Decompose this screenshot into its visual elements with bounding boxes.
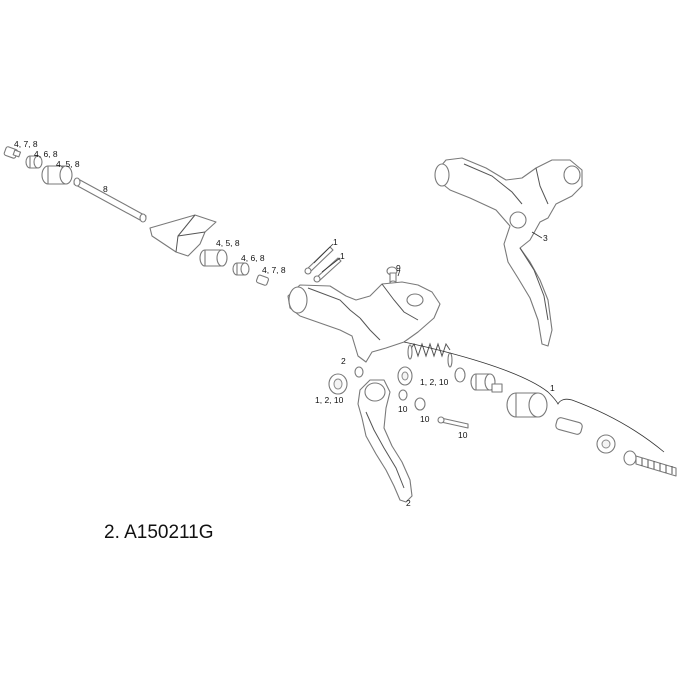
callout-10-a: 10	[398, 404, 408, 414]
pivot-bushing-part-2	[397, 366, 413, 386]
diagram-caption: 2. A150211G	[104, 522, 214, 543]
callout-9: 9	[396, 263, 401, 273]
cap-part	[596, 434, 616, 454]
callout-4-6-8-upper: 4, 6, 8	[34, 149, 58, 159]
callout-8: 8	[103, 184, 108, 194]
pivot-bushing-part	[328, 373, 348, 395]
callout-10-c: 10	[458, 430, 468, 440]
pin-part-10	[437, 416, 469, 429]
callout-10-b: 10	[420, 414, 430, 424]
piston-part	[470, 373, 503, 393]
callout-1-2-10-left: 1, 2, 10	[315, 395, 344, 405]
spring-part	[407, 342, 453, 368]
callout-2-upper: 2	[341, 356, 346, 366]
washer-part-10	[414, 397, 426, 411]
callout-3: 3	[543, 233, 548, 243]
small-ring-part	[354, 366, 364, 378]
mid-left-hardware-group	[199, 249, 269, 286]
bushing-part-2	[199, 249, 228, 267]
bushing-part	[41, 165, 73, 185]
pushrod-part	[555, 417, 583, 435]
small-ring-part-2	[398, 389, 408, 401]
callout-4-6-8-lower: 4, 6, 8	[241, 253, 265, 263]
pivot-hardware-group	[328, 366, 469, 429]
callout-1-2-10-right: 1, 2, 10	[420, 377, 449, 387]
threaded-rod-part	[623, 450, 677, 477]
cylinder-sleeve-part	[506, 392, 548, 418]
seal-part	[454, 367, 466, 383]
callout-4-7-8-lower: 4, 7, 8	[262, 265, 286, 275]
small-washer-part	[25, 155, 43, 169]
piston-assembly-part	[403, 341, 677, 477]
callout-4-5-8-lower: 4, 5, 8	[216, 238, 240, 248]
upper-left-hardware-group	[3, 146, 147, 223]
assembled-lever-part	[434, 157, 583, 347]
clamp-piece-part	[149, 214, 217, 257]
callout-labels: 4, 7, 8 4, 6, 8 4, 5, 8 8 4, 5, 8 4, 6, …	[14, 139, 555, 508]
callout-1-assembly: 1	[550, 383, 555, 393]
pivot-pin-part	[304, 246, 342, 283]
callout-1-pin-lower: 1	[340, 251, 345, 261]
long-pin-part	[73, 177, 147, 223]
callout-4-5-8-upper: 4, 5, 8	[56, 159, 80, 169]
leader-lines	[313, 231, 543, 277]
master-cylinder-body-part	[287, 281, 441, 363]
lever-blade-part	[357, 379, 413, 503]
callout-2-lower: 2	[406, 498, 411, 508]
callout-1-pin-upper: 1	[333, 237, 338, 247]
small-washer-part-2	[232, 262, 250, 276]
small-bolt-part-2	[255, 274, 269, 286]
small-bolt-part	[3, 146, 22, 159]
callout-4-7-8-upper: 4, 7, 8	[14, 139, 38, 149]
